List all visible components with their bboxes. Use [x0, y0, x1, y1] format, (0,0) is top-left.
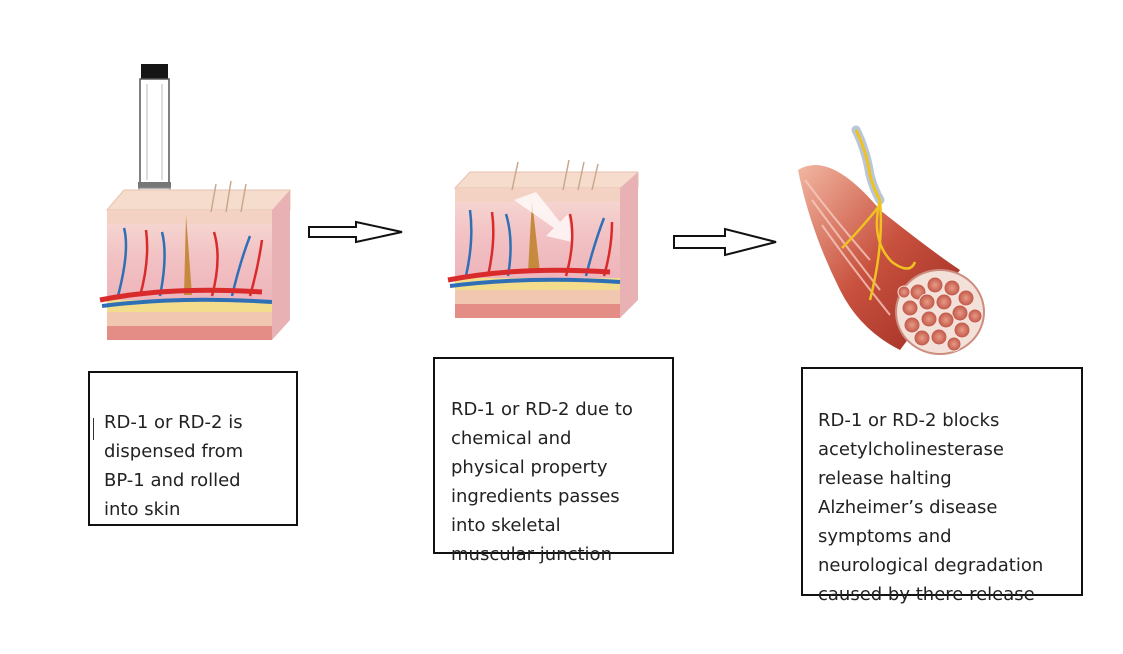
- text-cursor: [93, 418, 94, 440]
- muscle-fiber-bundle-icon: [798, 125, 985, 355]
- step-2-caption: RD-1 or RD-2 due to chemical and physica…: [451, 399, 633, 565]
- step-3-caption-box: RD-1 or RD-2 blocks acetylcholinesterase…: [801, 367, 1083, 605]
- step-1-caption-box: RD-1 or RD-2 is dispensed from BP-1 and …: [88, 371, 298, 526]
- skin-cross-section-icon: [447, 159, 639, 318]
- step-3-caption: RD-1 or RD-2 blocks acetylcholinesterase…: [818, 410, 1044, 605]
- step-2-caption-box: RD-1 or RD-2 due to chemical and physica…: [433, 357, 674, 565]
- step-1-caption: RD-1 or RD-2 is dispensed from BP-1 and …: [104, 412, 244, 520]
- right-arrow-icon: [673, 227, 777, 257]
- skin-cross-section-icon: [99, 180, 291, 340]
- roll-on-applicator-icon: [138, 64, 171, 210]
- right-arrow-icon: [308, 220, 403, 244]
